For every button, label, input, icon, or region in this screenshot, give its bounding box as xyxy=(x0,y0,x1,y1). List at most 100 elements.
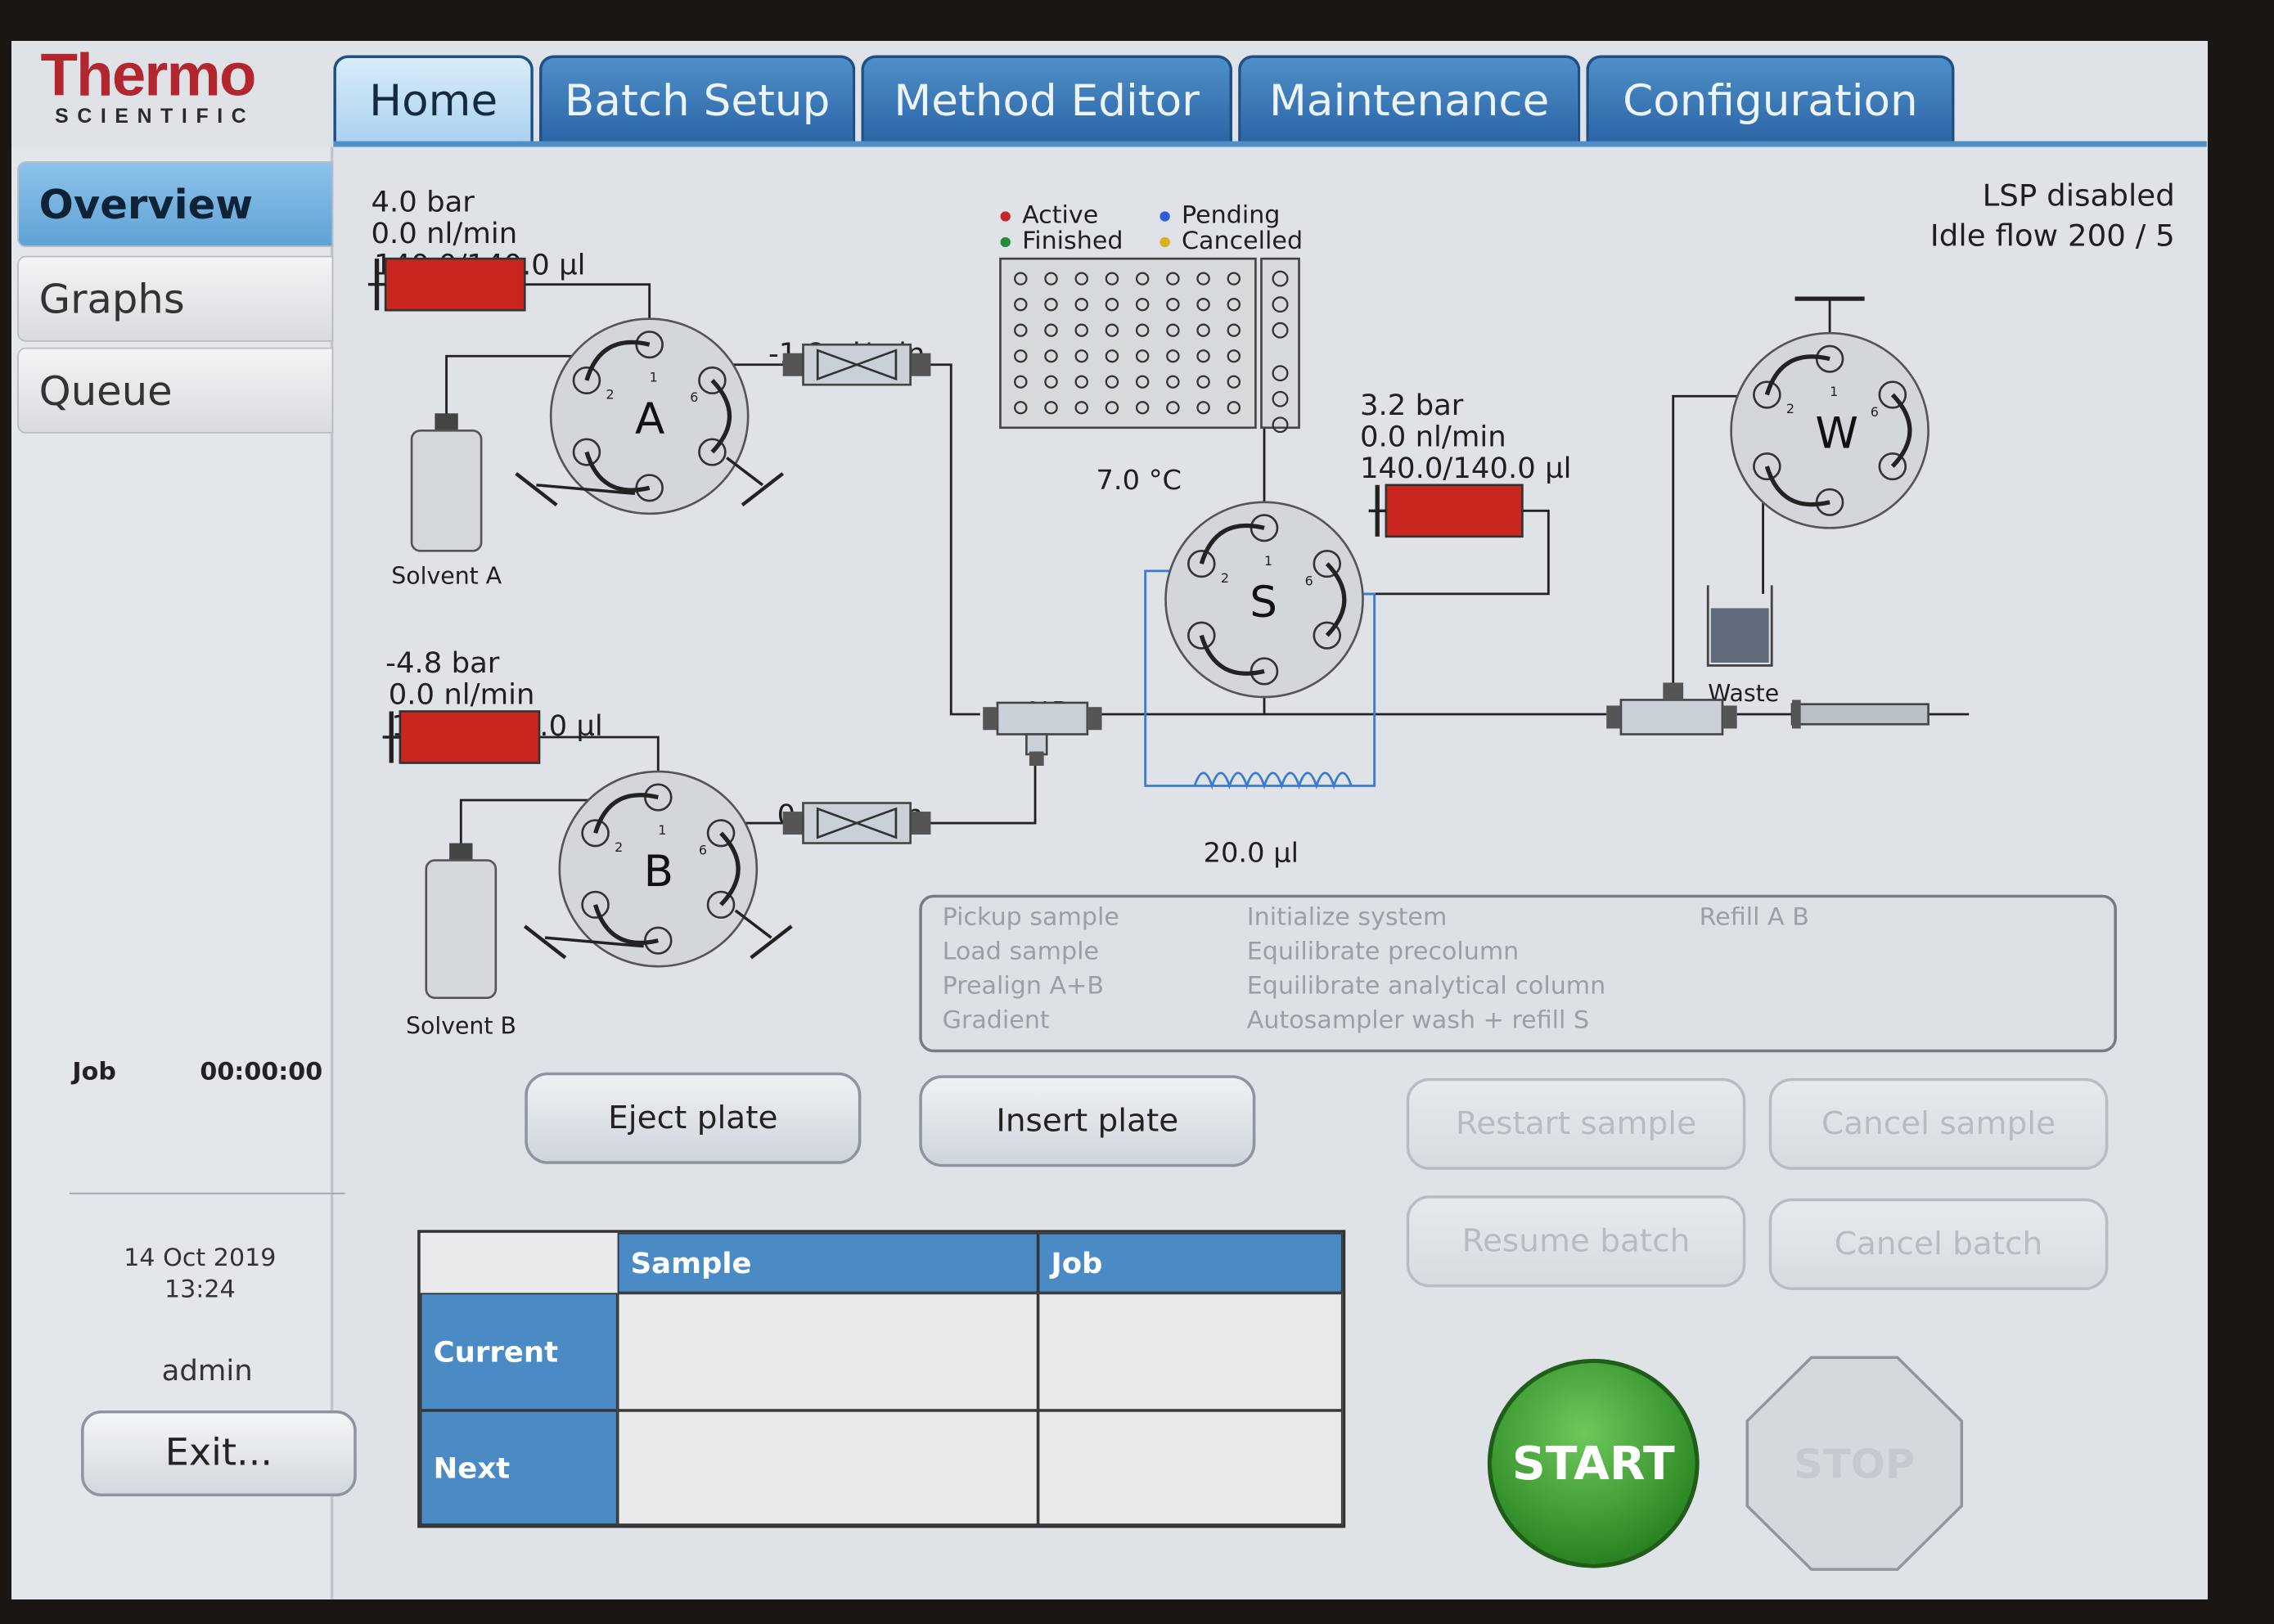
idle-flow-status: Idle flow 200 / 5 xyxy=(1930,218,2175,254)
stop-button[interactable]: STOP xyxy=(1748,1358,1961,1568)
plate-well xyxy=(1196,323,1210,337)
valve-s-port xyxy=(1313,621,1342,650)
solvent-b-label: Solvent B xyxy=(405,1012,516,1040)
exit-button[interactable]: Exit... xyxy=(81,1410,357,1497)
mixer-percent-b: - %B xyxy=(1009,696,1069,727)
vial-position xyxy=(1272,390,1289,407)
plate-well xyxy=(1014,272,1028,286)
plate-well xyxy=(1196,272,1210,286)
next-sample-cell xyxy=(617,1410,1038,1526)
plate-well xyxy=(1074,401,1088,415)
plate-well xyxy=(1166,375,1180,389)
valve-a-port xyxy=(572,438,601,466)
logo-wordmark: Thermo xyxy=(40,41,256,109)
valve-b-port xyxy=(706,890,736,919)
sidebar-item-queue[interactable]: Queue xyxy=(17,347,334,434)
step-refill: Refill A B xyxy=(1699,903,1809,933)
cancel-batch-button[interactable]: Cancel batch xyxy=(1768,1198,2109,1290)
step-equilibrate-precolumn: Equilibrate precolumn xyxy=(1246,938,1520,967)
queue-row-next: Next xyxy=(420,1410,618,1526)
valve-a-vent-line xyxy=(726,457,763,487)
current-job-cell xyxy=(1038,1293,1343,1410)
sample-plate xyxy=(999,257,1300,430)
valve-w-port xyxy=(1878,380,1907,409)
valve-w-port xyxy=(1815,344,1844,373)
start-button[interactable]: START xyxy=(1487,1358,1700,1568)
main-tabs: Home Batch Setup Method Editor Maintenan… xyxy=(333,55,1955,145)
tab-configuration[interactable]: Configuration xyxy=(1586,55,1955,145)
valve-b-port xyxy=(581,819,610,848)
insert-plate-button[interactable]: Insert plate xyxy=(919,1075,1256,1167)
valve-a-port-number: 1 xyxy=(650,370,658,385)
vial-position xyxy=(1272,296,1289,313)
valve-a-body xyxy=(549,317,750,515)
plate-well xyxy=(1227,401,1241,415)
sample-loop-volume: 20.0 µl xyxy=(1203,837,1299,870)
plate-well xyxy=(1074,349,1088,363)
plate-well xyxy=(1166,401,1180,415)
valve-s-port xyxy=(1313,550,1342,578)
plate-well xyxy=(1227,375,1241,389)
solvent-b-bottle xyxy=(425,843,498,999)
analytical-column xyxy=(1790,700,1930,729)
current-user: admin xyxy=(161,1352,253,1388)
plate-well xyxy=(1044,272,1058,286)
plate-well xyxy=(1135,401,1150,415)
job-label: Job xyxy=(72,1058,116,1087)
valve-w-channel-1 xyxy=(1764,354,1830,396)
valve-s-channel-1 xyxy=(1199,523,1265,565)
tab-method-editor[interactable]: Method Editor xyxy=(861,55,1233,145)
sidebar-item-graphs[interactable]: Graphs xyxy=(17,255,334,342)
queue-row-current: Current xyxy=(420,1293,618,1410)
valve-a-vent-cap xyxy=(515,472,558,507)
legend-pending-label: Pending xyxy=(1182,201,1281,231)
sidebar-item-overview[interactable]: Overview xyxy=(17,161,334,248)
waste-label: Waste xyxy=(1708,679,1780,708)
restart-sample-button[interactable]: Restart sample xyxy=(1406,1077,1746,1170)
step-pickup-sample: Pickup sample xyxy=(942,903,1119,933)
pump-s-volume: 140.0/140.0 µl xyxy=(1359,450,1572,485)
plate-well xyxy=(1227,298,1241,312)
pump-a-volume: 140.0/140.0 µl xyxy=(374,247,586,282)
valve-b-channel-3 xyxy=(593,904,659,946)
pump-a-flow: 0.0 nl/min xyxy=(371,215,518,250)
valve-a-vent-cap xyxy=(741,472,785,507)
tab-batch-setup[interactable]: Batch Setup xyxy=(539,55,856,145)
cancel-sample-button[interactable]: Cancel sample xyxy=(1768,1077,2109,1170)
tab-home[interactable]: Home xyxy=(333,55,534,145)
valve-b-port-number: 1 xyxy=(658,822,666,838)
valve-s-channel-2 xyxy=(1325,562,1347,637)
queue-table: Sample Job Current Next xyxy=(417,1230,1346,1528)
step-initialize: Initialize system xyxy=(1246,903,1448,933)
plate-well xyxy=(1105,375,1119,389)
legend-finished: Finished xyxy=(1000,227,1123,256)
legend-pending-dot xyxy=(1160,210,1170,221)
eject-plate-button[interactable]: Eject plate xyxy=(525,1072,862,1164)
valve-w-port xyxy=(1753,452,1781,481)
plate-well xyxy=(1135,375,1150,389)
valve-w-port-number: 2 xyxy=(1786,401,1794,416)
valve-b-port xyxy=(581,890,610,919)
vial-position xyxy=(1272,365,1289,382)
resume-batch-button[interactable]: Resume batch xyxy=(1406,1195,1746,1288)
legend-active: Active xyxy=(1000,201,1098,230)
valve-s-port-number: 6 xyxy=(1305,573,1313,588)
plate-wells xyxy=(1014,270,1289,434)
valve-b-vent-line xyxy=(734,909,772,939)
plate-well xyxy=(1105,272,1119,286)
pump-s-flow: 0.0 nl/min xyxy=(1359,419,1506,454)
tab-maintenance[interactable]: Maintenance xyxy=(1238,55,1581,145)
plate-well xyxy=(1135,298,1150,312)
valve-a-label: A xyxy=(635,394,664,444)
valve-a-port xyxy=(698,438,727,466)
plate-well xyxy=(1074,323,1088,337)
valve-b-port-number: 2 xyxy=(615,839,623,855)
valve-w-port-number: 1 xyxy=(1830,384,1838,399)
logo-subtitle: SCIENTIFIC xyxy=(55,104,255,128)
pump-s-pressure: 3.2 bar xyxy=(1359,387,1464,422)
lsp-status: LSP disabled xyxy=(1982,178,2175,214)
flow-sensor-b-reading: 0.1 nl/min xyxy=(777,797,924,832)
valve-b-channel-2 xyxy=(719,831,741,906)
current-date: 14 Oct 2019 xyxy=(124,1244,277,1273)
